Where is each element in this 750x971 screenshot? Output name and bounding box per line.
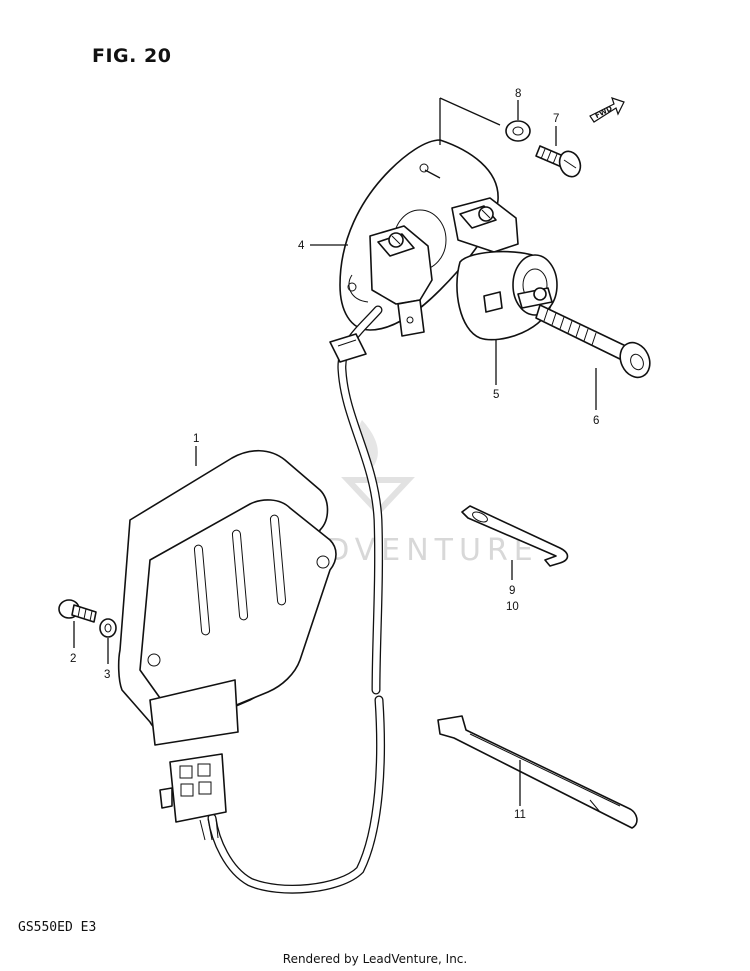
callout-6: 6: [593, 415, 599, 427]
assembly-leader-line: [439, 97, 501, 145]
callout-5: 5: [493, 389, 499, 401]
callout-9: 9: [509, 585, 515, 597]
callout-8: 8: [515, 88, 521, 100]
callout-4: 4: [298, 240, 305, 252]
part-5-advancer-cylinder: [456, 250, 558, 341]
pickup-coil-left: [348, 225, 433, 337]
assembly-leader-line-2: [424, 169, 441, 179]
pickup-coil-right: [451, 197, 519, 253]
forward-arrow-icon: FWD: [589, 97, 625, 123]
callout-2: 2: [70, 653, 76, 665]
callout-numbers: 1 2 3 4 5 6 7 8 9 10 11: [70, 88, 599, 821]
part-8-washer: [505, 120, 531, 142]
callout-7: 7: [553, 113, 559, 125]
part-3-washer: [99, 618, 117, 638]
part-2-bolt: [58, 599, 97, 623]
part-7-screw: [535, 145, 582, 178]
part-11-cable-tie: [437, 715, 638, 829]
figure-title: FIG. 20: [92, 45, 172, 67]
callout-10: 10: [506, 601, 519, 613]
model-code: GS550ED E3: [18, 920, 97, 935]
forward-arrow-label: FWD: [594, 104, 614, 120]
footer-credit: Rendered by LeadVenture, Inc.: [282, 952, 468, 966]
callout-11: 11: [514, 809, 526, 821]
callout-leaders: [73, 100, 597, 806]
callout-3: 3: [104, 669, 110, 681]
part-6-long-bolt: [535, 304, 651, 379]
callout-1: 1: [193, 433, 199, 445]
part-1-igniter-unit: [117, 449, 337, 746]
wire-connector: [159, 753, 227, 841]
part-9-10-clamp: [461, 505, 569, 567]
wiring-harness: [207, 305, 386, 894]
